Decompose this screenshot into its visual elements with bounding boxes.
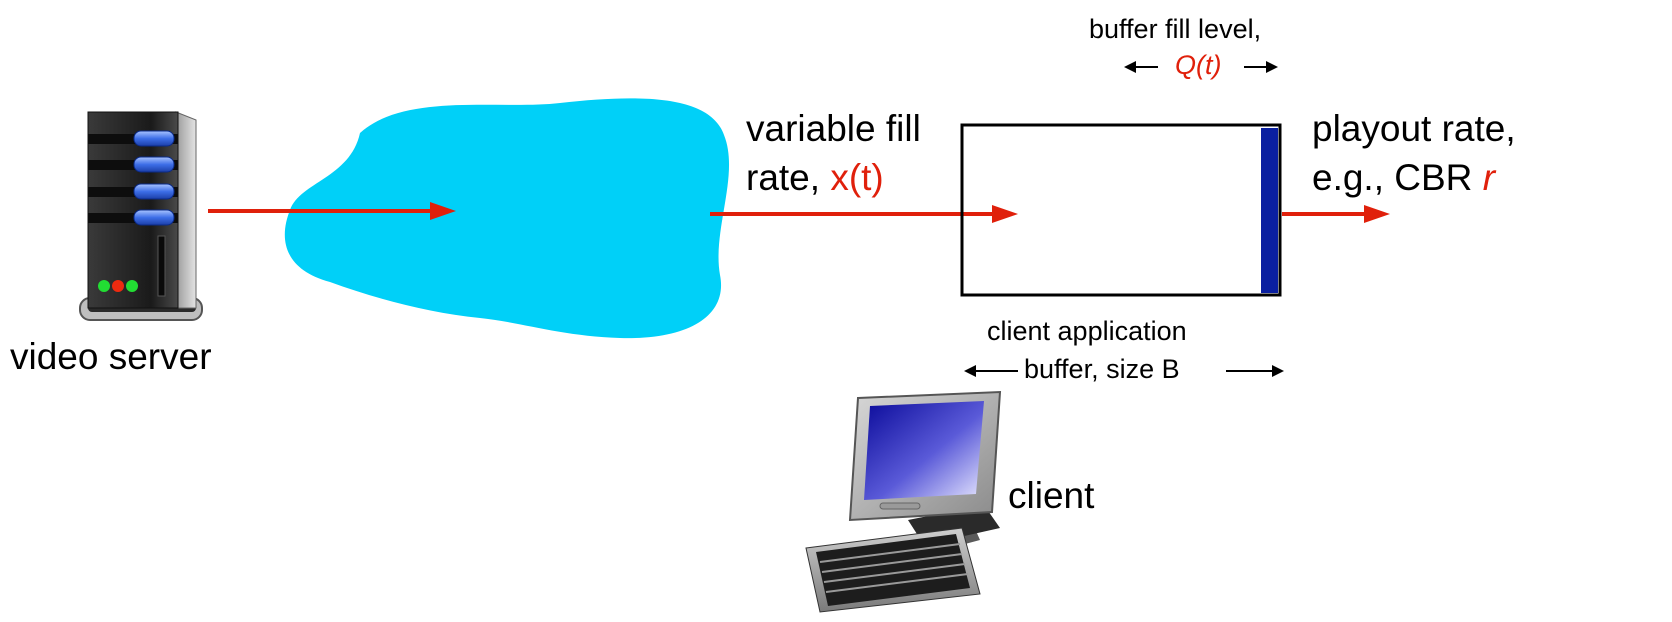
server-tower-icon bbox=[79, 111, 203, 321]
fill-rate-label-line2: rate, x(t) bbox=[746, 157, 884, 200]
network-cloud-icon bbox=[284, 98, 730, 339]
buffer-fill-variable: Q(t) bbox=[1175, 50, 1222, 80]
video-server-label: video server bbox=[10, 336, 212, 377]
playout-rate-label-line2: e.g., CBR r bbox=[1312, 157, 1495, 200]
buffer-label-line2: buffer, size B bbox=[1024, 354, 1180, 384]
fill-rate-arrow bbox=[710, 205, 1018, 223]
client-buffer bbox=[960, 123, 1282, 297]
fill-rate-label-line1: variable fill bbox=[746, 108, 921, 149]
fill-rate-variable: x(t) bbox=[830, 157, 884, 198]
buffer-fill-arrows bbox=[1124, 61, 1278, 73]
playout-variable: r bbox=[1482, 157, 1496, 198]
buffer-fill-level bbox=[1261, 128, 1278, 293]
server-to-network-arrow bbox=[208, 202, 456, 220]
buffer-label-line1: client application bbox=[987, 316, 1187, 346]
playout-rate-label-line1: playout rate, bbox=[1312, 108, 1516, 149]
playout-arrow bbox=[1282, 205, 1390, 223]
buffer-size-arrows bbox=[964, 365, 1284, 377]
fill-rate-prefix: rate, bbox=[746, 157, 831, 198]
playout-prefix: e.g., CBR bbox=[1312, 157, 1483, 198]
client-label: client bbox=[1008, 475, 1095, 516]
buffer-fill-label: buffer fill level, bbox=[1089, 14, 1262, 44]
desktop-computer-icon bbox=[805, 390, 1002, 613]
